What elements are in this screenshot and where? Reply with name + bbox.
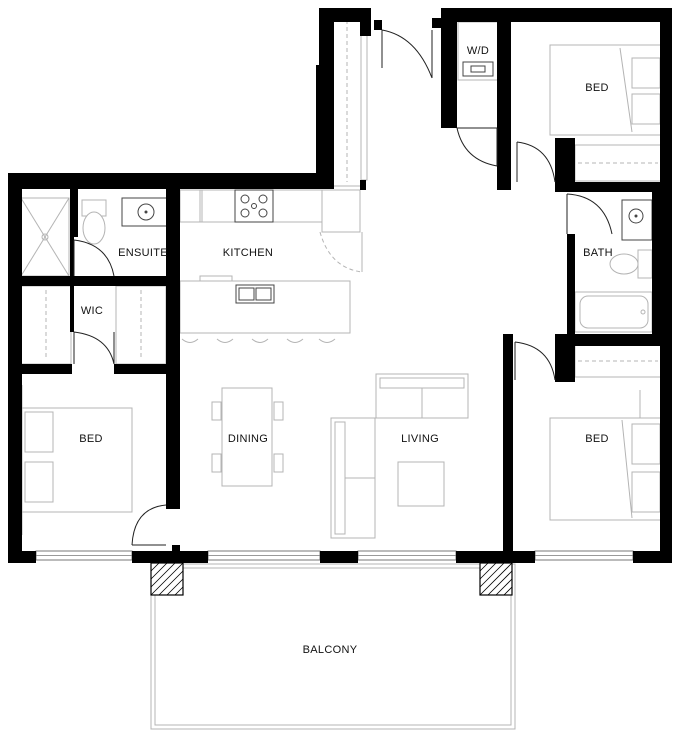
label-living: LIVING [401,433,439,445]
balcony-area [150,562,516,730]
label-ensuite: ENSUITE [118,247,168,259]
bar-stools [181,338,336,343]
room-labels: W/D BED ENSUITE KITCHEN BATH WIC BED DIN… [79,45,613,656]
fixtures [20,15,663,539]
dining-table [221,387,273,487]
label-balcony: BALCONY [303,644,358,656]
coffee-table [397,461,445,507]
doors [73,29,613,546]
label-bed-bottom-right: BED [585,433,609,445]
label-bed-top-right: BED [585,82,609,94]
walls [8,8,672,563]
label-kitchen: KITCHEN [223,247,273,259]
label-dining: DINING [228,433,268,445]
label-wic: WIC [81,305,103,317]
label-bath: BATH [583,247,613,259]
label-wd: W/D [467,45,489,57]
label-bed-left: BED [79,433,103,445]
